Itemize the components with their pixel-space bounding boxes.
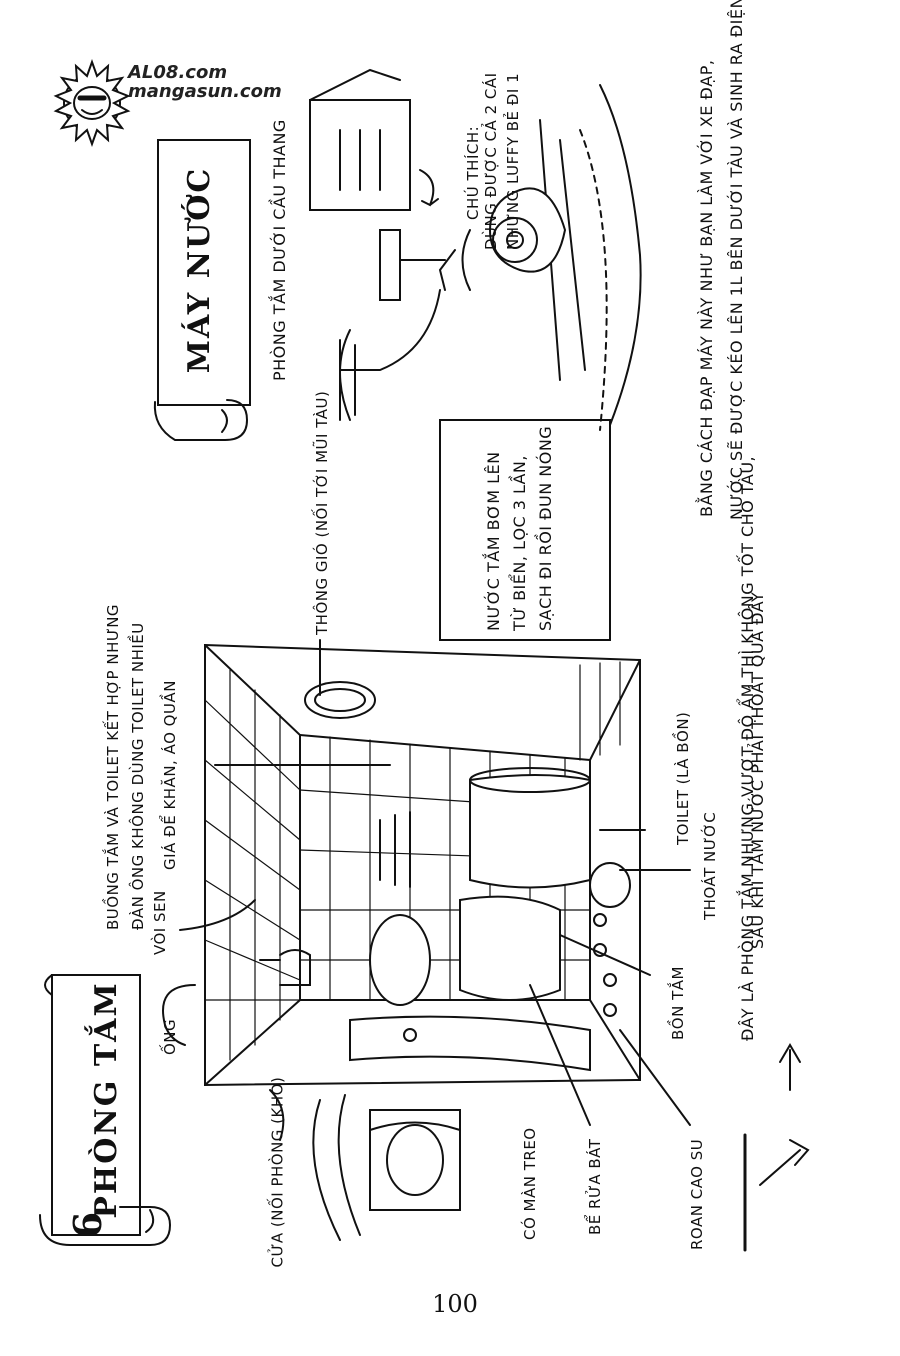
label-bathtub: BỒN TẮM <box>669 966 687 1040</box>
leader-sink <box>529 984 591 1126</box>
pump-title: MÁY NƯỚC <box>182 166 217 374</box>
leader-pipe <box>162 984 196 1046</box>
pump-subtitle: PHÒNG TẮM DƯỚI CẦU THANG <box>270 119 289 381</box>
label-combo-line2: ĐÀN ÔNG KHÔNG DÙNG TOILET NHIỀU <box>129 622 147 930</box>
pump-note-line1: DÙNG ĐƯỢC CẢ 2 CÁI <box>482 72 500 250</box>
leader-bathtub <box>559 934 651 976</box>
label-gasket: ROAN CAO SU <box>688 1138 706 1250</box>
watermark-line2: mangasun.com <box>128 81 282 102</box>
arrow-icon <box>779 1043 801 1091</box>
pump-note-line2: NHƯNG LUFFY BẺ ĐI 1 <box>504 72 522 250</box>
label-drain: THOÁT NƯỚC <box>701 811 719 920</box>
bathroom-drawing <box>204 643 641 1087</box>
pump-box-line3: SẠCH ĐI RỒI ĐUN NÓNG <box>536 425 555 631</box>
label-shower: VÒI SEN <box>151 890 169 955</box>
watermark-line1: AL08.com <box>128 62 228 83</box>
bathroom-title: PHÒNG TẮM <box>89 981 124 1219</box>
pump-note-box-frame <box>439 419 611 641</box>
leader-shower <box>179 899 256 931</box>
label-vent: THÔNG GIÓ (NỐI TỚI MŨI TÀU) <box>313 390 331 635</box>
pump-note-label: CHÚ THÍCH: <box>464 125 482 220</box>
leader-gasket <box>619 1029 691 1126</box>
pump-bottom-line1: BẰNG CÁCH ĐẠP MÁY NÀY NHƯ BẠN LÀM VỚI XE… <box>697 59 716 517</box>
water-pump-drawing <box>309 68 642 431</box>
label-sink: BỂ RỬA BÁT <box>586 1138 604 1235</box>
label-pipe: ỐNG <box>161 1018 179 1055</box>
page-number: 100 <box>432 1290 478 1318</box>
sun-logo-icon <box>53 59 131 147</box>
label-curtain: CÓ MÀN TREO <box>521 1127 539 1240</box>
scroll-bathroom-title <box>39 974 172 1246</box>
pump-box-line1: NƯỚC TẮM BƠM LÊN <box>484 451 503 631</box>
pump-box-line2: TỪ BIỂN, LỌC 3 LẦN, <box>510 455 529 631</box>
pump-bottom-line2: NƯỚC SẼ ĐƯỢC KÉO LÊN 1L BÊN DƯỚI TÀU VÀ … <box>727 0 746 520</box>
arrow-icon <box>743 1133 810 1252</box>
label-towel-rack: GIÁ ĐỂ KHĂN, ÁO QUẦN <box>161 680 179 870</box>
scroll-pump-title <box>153 139 251 441</box>
label-door: CỬA (NỐI PHÒNG (KHO) <box>268 1076 287 1268</box>
watermark: AL08.com mangasun.com <box>128 62 348 102</box>
bathroom-bottom-line2: SAU KHI TẮM NƯỚC PHẢI THOÁT QUA ĐÂY <box>748 591 767 949</box>
label-toilet: TOILET (LÀ BỒN) <box>674 711 692 845</box>
leader-door <box>269 1089 285 1141</box>
storage-door-drawing <box>312 1094 461 1241</box>
label-combo-line1: BUỒNG TẮM VÀ TOILET KẾT HỢP NHƯNG <box>104 603 122 930</box>
